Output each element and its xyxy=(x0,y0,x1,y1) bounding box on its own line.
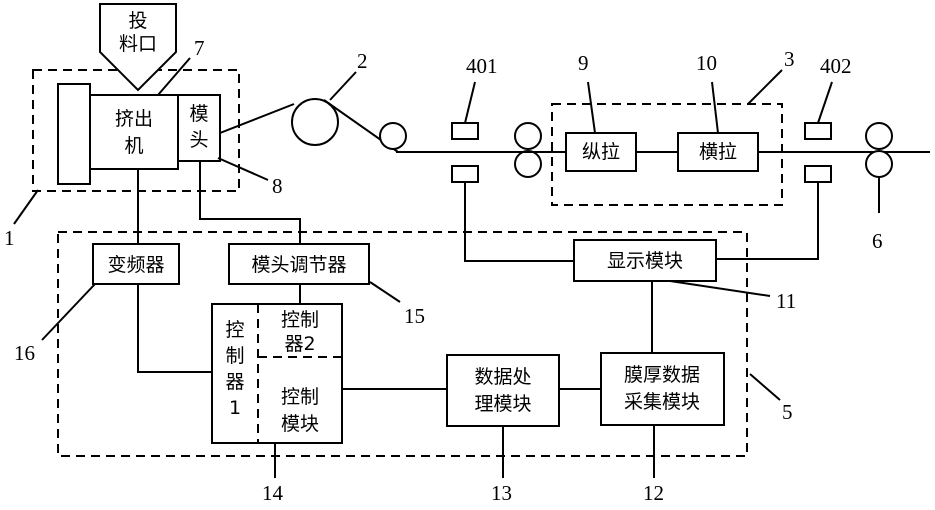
controller2-label-line2: 器2 xyxy=(284,333,315,355)
wire-sensor401-to-display xyxy=(465,182,574,261)
transverse-stretch-label: 横拉 xyxy=(699,141,737,163)
leader-1 xyxy=(14,190,38,224)
controller1-label-line3: 器 xyxy=(225,371,244,393)
extruder-label-line2: 机 xyxy=(124,135,143,157)
display-module-label: 显示模块 xyxy=(607,250,683,272)
ref-number-9: 9 xyxy=(578,51,589,75)
die-regulator-label: 模头调节器 xyxy=(251,254,346,276)
nip-roller-bottom-1 xyxy=(515,151,541,177)
leader-5 xyxy=(750,374,780,400)
sensor-402-bottom xyxy=(805,166,831,182)
thickness-acquisition-label-line2: 采集模块 xyxy=(624,391,700,413)
wire-sensor402-to-display xyxy=(716,182,818,259)
die-head-label-line2: 头 xyxy=(189,129,208,151)
controller1-label-line4: 1 xyxy=(229,397,241,419)
ref-number-13: 13 xyxy=(491,481,512,505)
leader-402 xyxy=(818,82,832,123)
control-module-label-line1: 控制 xyxy=(281,386,319,408)
ref-number-15: 15 xyxy=(404,304,425,328)
frequency-converter-label: 变频器 xyxy=(107,254,164,276)
leader-10 xyxy=(712,82,718,133)
nip-roller-top-2 xyxy=(866,123,892,149)
die-head-label-line1: 模 xyxy=(189,103,208,125)
leader-16 xyxy=(42,284,95,340)
thickness-acquisition-label-line1: 膜厚数据 xyxy=(624,364,700,386)
extruder-box xyxy=(90,95,178,169)
ref-number-3: 3 xyxy=(784,47,795,71)
ref-number-402: 402 xyxy=(820,54,852,78)
sensor-401-bottom xyxy=(452,166,478,182)
ref-number-8: 8 xyxy=(272,174,283,198)
hopper-label-line2: 料口 xyxy=(119,33,157,55)
ref-number-7: 7 xyxy=(194,36,205,60)
ref-number-2: 2 xyxy=(357,49,368,73)
sensor-402-top xyxy=(805,123,831,139)
leader-11 xyxy=(670,281,770,296)
film-line-die-to-roll xyxy=(220,104,294,133)
nip-roller-top-1 xyxy=(515,123,541,149)
ref-number-401: 401 xyxy=(466,54,498,78)
controller1-label-line2: 制 xyxy=(225,345,244,367)
ref-number-6: 6 xyxy=(872,229,883,253)
controller2-label-line1: 控制 xyxy=(281,309,319,331)
leader-401 xyxy=(465,82,475,123)
ref-number-1: 1 xyxy=(4,226,15,250)
ref-number-12: 12 xyxy=(643,481,664,505)
wire-converter-to-controller xyxy=(138,284,212,372)
leader-2 xyxy=(330,72,356,100)
extruder-motor-block xyxy=(58,84,90,184)
longitudinal-stretch-label: 纵拉 xyxy=(582,141,620,163)
hopper-label-line1: 投 xyxy=(128,10,147,32)
ref-number-14: 14 xyxy=(262,481,284,505)
data-processing-label-line2: 理模块 xyxy=(474,393,531,415)
ref-number-10: 10 xyxy=(696,51,717,75)
leader-15 xyxy=(370,282,400,302)
ref-number-16: 16 xyxy=(14,341,35,365)
extruder-label-line1: 挤出 xyxy=(115,108,153,130)
guide-roller xyxy=(380,123,406,149)
leader-9 xyxy=(588,82,595,133)
data-processing-label-line1: 数据处 xyxy=(474,366,531,388)
nip-roller-bottom-2 xyxy=(866,151,892,177)
ref-number-5: 5 xyxy=(782,400,793,424)
control-module-label-line2: 模块 xyxy=(281,413,319,435)
leader-3 xyxy=(748,70,782,104)
leader-8 xyxy=(218,158,268,180)
ref-number-11: 11 xyxy=(776,289,796,313)
sensor-401-top xyxy=(452,123,478,139)
controller1-label-line1: 控 xyxy=(225,319,244,341)
